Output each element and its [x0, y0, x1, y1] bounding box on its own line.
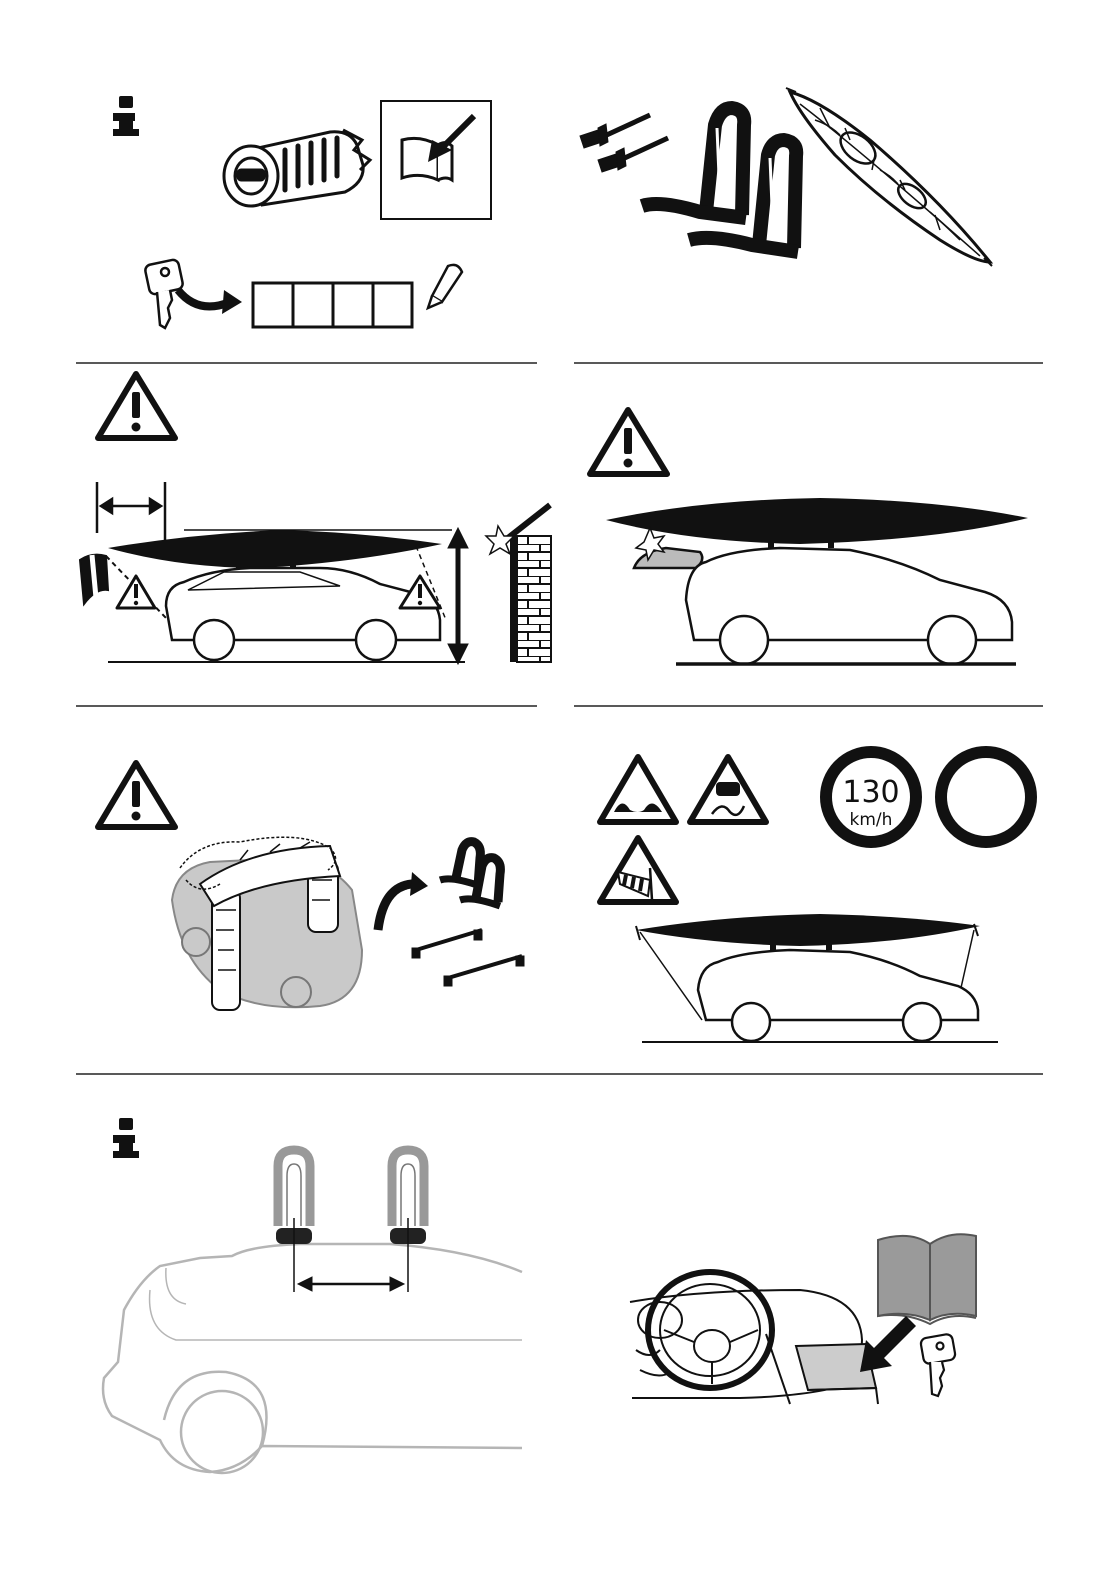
panel-driving-conditions: 130 km/h	[600, 752, 1031, 1042]
key-code-boxes	[253, 283, 412, 327]
key-icon	[920, 1333, 956, 1396]
car-side-icon	[676, 548, 1016, 664]
panel-lock-and-key-code	[113, 96, 491, 328]
kayak-icon	[786, 88, 992, 266]
pen-icon	[428, 265, 462, 308]
car-side-icon	[642, 950, 998, 1042]
car-under-obstacle-icon	[172, 837, 362, 1010]
manual-icon	[381, 101, 491, 219]
lock-cylinder-icon	[224, 130, 370, 206]
overhang-arrow-icon	[97, 482, 165, 545]
curved-arrow-icon	[378, 872, 428, 930]
kayak-on-car	[606, 498, 1028, 548]
panel-keep-manual-in-car	[630, 1234, 976, 1404]
warning-triangle-icon	[117, 576, 155, 608]
kayak-carrier-icon	[276, 1150, 426, 1244]
insert-arrow-icon	[860, 1316, 916, 1372]
manual-icon	[878, 1234, 976, 1324]
height-arrow-icon	[448, 528, 468, 664]
kayak-carrier-icon	[642, 108, 798, 252]
spacing-arrow-icon	[294, 1218, 408, 1292]
warning-triangle-icon	[590, 410, 667, 474]
uneven-road-sign	[600, 757, 676, 822]
dashboard-icon	[630, 1272, 878, 1404]
garage-wall-icon	[486, 505, 551, 662]
straps-icon	[580, 115, 668, 172]
kayak-on-car	[108, 530, 452, 569]
panel-overhang-and-height	[80, 374, 551, 664]
empty-speed-sign	[941, 752, 1031, 842]
speed-limit-unit: km/h	[850, 810, 893, 830]
side-wind-sign	[600, 838, 676, 902]
speed-limit-value: 130	[842, 775, 899, 810]
flag-icon	[80, 555, 168, 620]
warning-triangle-icon	[98, 374, 175, 438]
speed-limit-sign: 130 km/h	[826, 752, 916, 842]
info-icon	[113, 96, 139, 136]
panel-tailgate-clearance	[590, 410, 1028, 664]
panel-carrier-spacing	[103, 1118, 522, 1473]
roof-bars-icon	[412, 930, 524, 986]
arrow-to-code-icon	[178, 290, 242, 314]
panel-remove-when-not-used	[98, 763, 524, 1010]
kayak-carrier-icon	[440, 842, 500, 906]
info-icon	[113, 1118, 139, 1158]
warning-triangle-icon	[98, 763, 175, 827]
slippery-road-sign	[690, 757, 766, 822]
panel-package-contents	[580, 88, 992, 266]
